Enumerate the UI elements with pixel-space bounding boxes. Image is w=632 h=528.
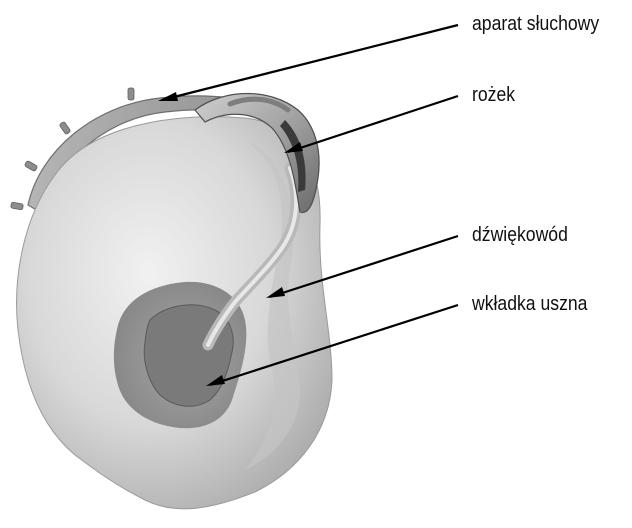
label-earmold: wkładka uszna: [472, 294, 587, 314]
label-sound-tube: dźwiękowód: [472, 225, 568, 245]
arrowhead-hearing-aid: [158, 92, 178, 101]
label-earhook: rożek: [472, 85, 515, 105]
callout-line-hearing-aid: [162, 25, 458, 100]
label-hearing-aid: aparat słuchowy: [472, 14, 599, 34]
callout-line-earhook: [288, 96, 458, 152]
